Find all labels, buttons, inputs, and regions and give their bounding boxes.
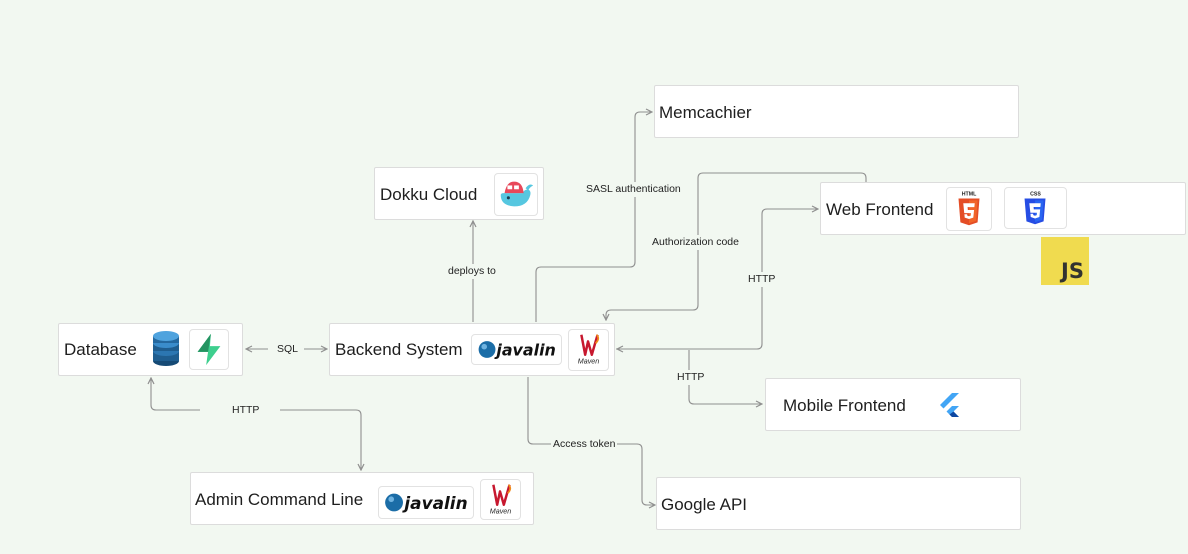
node-memcachier-label: Memcachier <box>659 103 752 122</box>
node-database[interactable]: Database <box>58 323 243 376</box>
edge-label-deploys-to: deploys to <box>446 264 498 279</box>
js-wordmark: JS <box>1061 259 1084 283</box>
html5-icon: HTML <box>946 187 992 231</box>
node-dokku[interactable]: Dokku Cloud <box>374 167 544 220</box>
node-google-api-label: Google API <box>661 495 748 514</box>
flutter-icon <box>916 385 982 425</box>
css3-icon: CSS <box>1004 187 1067 229</box>
supabase-icon <box>189 329 229 370</box>
node-web-frontend[interactable]: Web Frontend HTML CSS <box>820 182 1186 235</box>
node-dokku-label: Dokku Cloud <box>380 185 478 204</box>
javalin-logo: javalin <box>378 486 474 519</box>
javalin-logo: javalin <box>471 334 562 365</box>
javalin-wordmark: javalin <box>493 341 555 360</box>
node-mobile-frontend-label: Mobile Frontend <box>783 396 906 415</box>
edge-label-auth-code: Authorization code <box>650 235 741 250</box>
node-web-frontend-label: Web Frontend <box>826 200 934 219</box>
edge-label-sasl: SASL authentication <box>584 182 683 197</box>
node-mobile-frontend[interactable]: Mobile Frontend <box>765 378 1021 431</box>
edge-http-web <box>616 209 818 350</box>
edge-label-http-web: HTTP <box>746 272 778 287</box>
edge-sasl <box>535 112 652 322</box>
node-admin-cli[interactable]: Admin Command Line javalin Maven <box>190 472 534 525</box>
edge-access-token <box>527 377 655 505</box>
edge-label-sql: SQL <box>275 342 301 357</box>
edge-label-http-mobile: HTTP <box>675 370 707 385</box>
html5-wordmark: HTML <box>962 192 977 198</box>
css3-wordmark: CSS <box>1030 192 1041 198</box>
maven-wordmark: Maven <box>490 507 511 515</box>
maven-logo: Maven <box>480 479 521 520</box>
maven-logo: Maven <box>568 329 609 371</box>
edge-label-http-admin: HTTP <box>230 403 262 418</box>
node-google-api[interactable]: Google API <box>656 477 1021 530</box>
node-admin-cli-label: Admin Command Line <box>195 490 364 509</box>
dokku-whale-icon <box>494 173 538 216</box>
edge-http-admin <box>151 378 200 411</box>
edge-label-access-token: Access token <box>551 437 618 452</box>
maven-wordmark: Maven <box>578 357 599 365</box>
node-backend[interactable]: Backend System javalin Maven <box>329 323 615 376</box>
database-icon <box>151 330 181 368</box>
edge-http-admin-down <box>280 409 361 470</box>
javalin-wordmark: javalin <box>401 493 467 513</box>
edge-http-mobile <box>688 350 762 404</box>
node-memcachier[interactable]: Memcachier <box>654 85 1019 138</box>
node-database-label: Database <box>64 340 137 359</box>
node-backend-label: Backend System <box>335 340 463 359</box>
js-icon: JS <box>1041 237 1089 285</box>
